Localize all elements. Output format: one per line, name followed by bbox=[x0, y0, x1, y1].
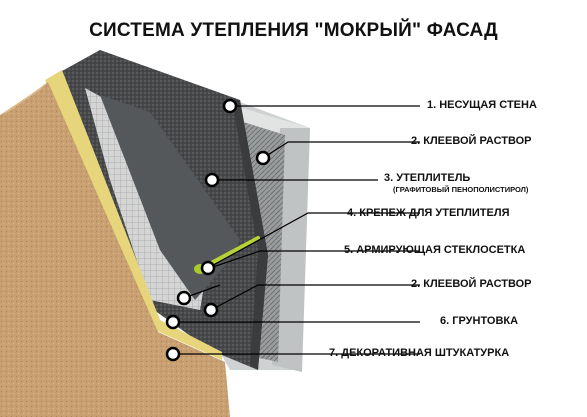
marker-1 bbox=[222, 98, 238, 114]
decorative-plaster bbox=[0, 82, 230, 417]
leader-lines bbox=[173, 105, 420, 355]
marker-3 bbox=[204, 172, 220, 188]
label-fastener: 4. КРЕПЕЖ ДЛЯ УТЕПЛИТЕЛЯ bbox=[347, 207, 510, 219]
label-adhesive-mortar-2: 2. КЛЕЕВОЙ РАСТВОР bbox=[411, 278, 532, 290]
label-insulation: 3. УТЕПЛИТЕЛЬ bbox=[384, 172, 471, 184]
marker-dots bbox=[165, 98, 271, 362]
marker-2a bbox=[255, 150, 271, 166]
primer-layer bbox=[45, 70, 222, 360]
label-primer: 6. ГРУНТОВКА bbox=[440, 315, 519, 327]
label-insulation-note: (ГРАФИТОВЫЙ ПЕНОПОЛИСТИРОЛ) bbox=[393, 185, 529, 194]
marker-4 bbox=[200, 260, 216, 276]
base-coat-layer bbox=[100, 95, 240, 300]
label-decorative-plaster: 7. ДЕКОРАТИВНАЯ ШТУКАТУРКА bbox=[329, 347, 510, 359]
label-load-bearing-wall: 1. НЕСУЩАЯ СТЕНА bbox=[427, 99, 537, 111]
marker-6 bbox=[165, 314, 181, 330]
marker-7 bbox=[165, 346, 181, 362]
diagram-title: СИСТЕМА УТЕПЛЕНИЯ "МОКРЫЙ" ФАСАД bbox=[89, 20, 498, 41]
label-reinforcing-mesh: 5. АРМИРУЮЩАЯ СТЕКЛОСЕТКА bbox=[344, 244, 526, 256]
marker-2b bbox=[203, 302, 219, 318]
label-adhesive-mortar: 2. КЛЕЕВОЙ РАСТВОР bbox=[411, 135, 532, 147]
marker-5 bbox=[176, 290, 192, 306]
